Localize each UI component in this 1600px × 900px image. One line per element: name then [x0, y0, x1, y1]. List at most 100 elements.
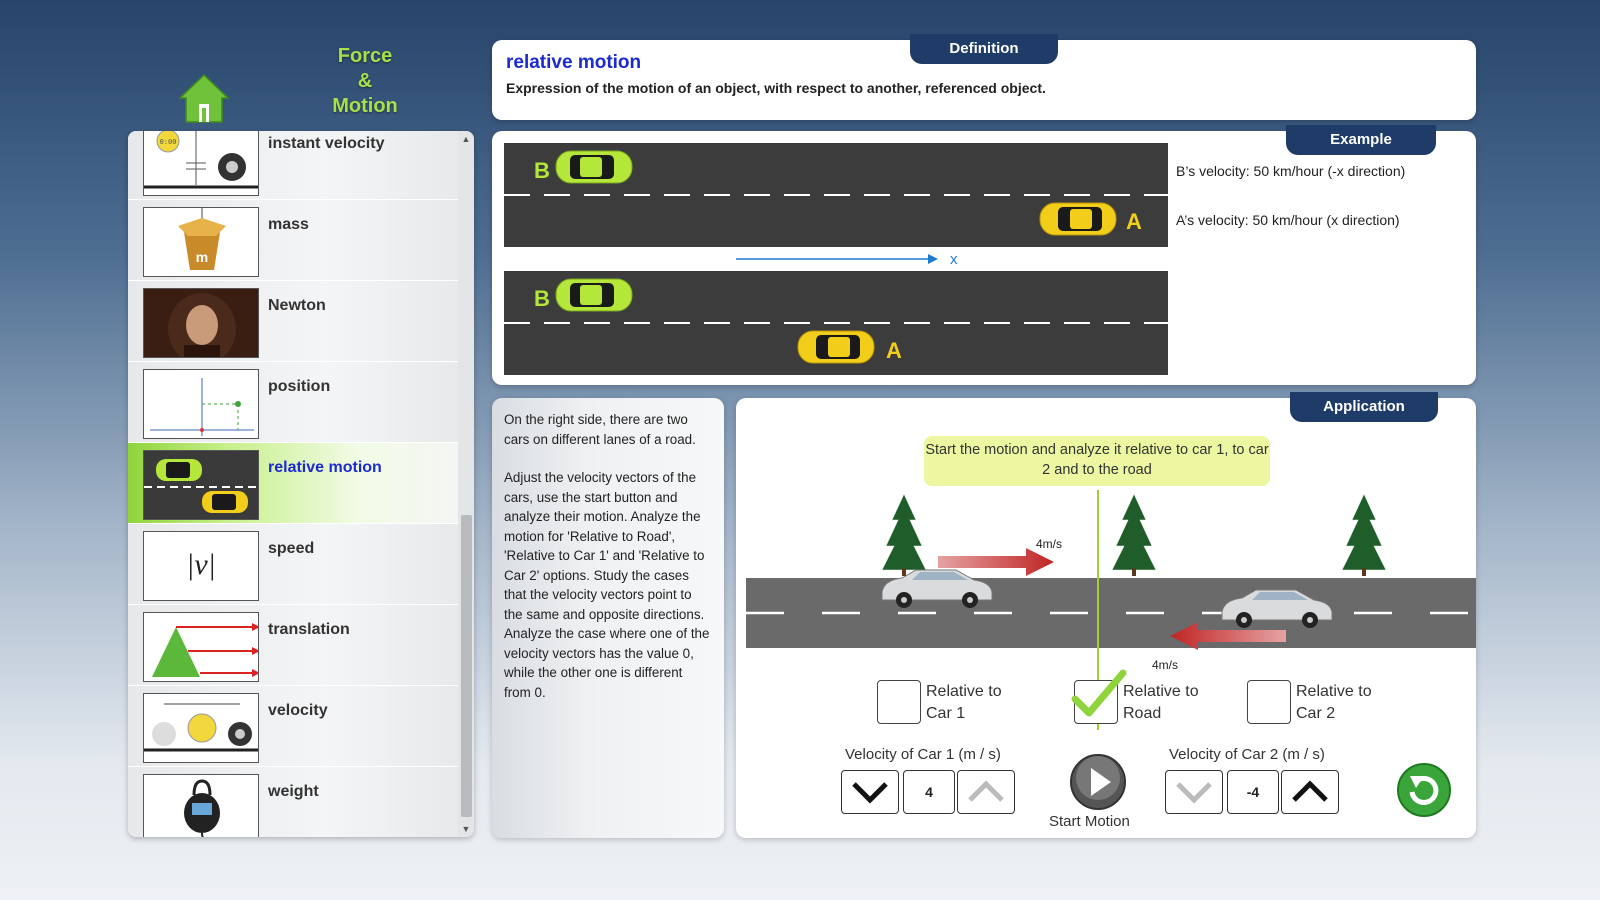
sidebar-item-label: relative motion [268, 459, 382, 476]
option-label-line: Relative to [1123, 683, 1199, 700]
definition-tab: Definition [910, 34, 1058, 64]
velocity-thumbnail [143, 693, 259, 763]
app-title-line: & [357, 70, 373, 92]
svg-text:0:00: 0:00 [160, 138, 177, 146]
definition-title: relative motion [506, 52, 642, 73]
car2-increase-button[interactable] [1281, 770, 1339, 814]
chevron-up-icon [1292, 780, 1328, 802]
relative-to-car1-checkbox[interactable] [877, 680, 921, 724]
scroll-down-arrow-icon[interactable]: ▼ [461, 824, 471, 834]
option-label-line: Car 1 [926, 705, 966, 722]
position-graph-thumbnail [143, 369, 259, 439]
speed-thumbnail: |v| [143, 531, 259, 601]
axis-label: x [950, 251, 958, 268]
option-label-line: Car 2 [1296, 705, 1336, 722]
sidebar-item-label: mass [268, 216, 309, 233]
car-b-label: B [534, 158, 550, 183]
car-b-bottom [555, 278, 633, 312]
sidebar-item-position[interactable]: position [128, 362, 458, 443]
car-b-top [555, 150, 633, 184]
car1-velocity-value: 4 [903, 770, 955, 814]
app-title-line: Motion [332, 95, 398, 117]
car-2 [1221, 589, 1333, 628]
app-title-line: Force [337, 45, 393, 67]
car-a-label: A [886, 338, 902, 363]
scroll-thumb[interactable] [461, 515, 472, 817]
app-title: Force & Motion [315, 44, 415, 119]
car2-vector-label: 4m/s [1152, 658, 1179, 672]
instant-velocity-thumbnail: 0:00 [143, 131, 259, 196]
sidebar-item-weight[interactable]: weight [128, 767, 458, 837]
option-label-line: Relative to [1296, 683, 1372, 700]
home-button[interactable] [178, 72, 230, 124]
car-a-label: A [1126, 209, 1142, 234]
car1-decrease-button[interactable] [841, 770, 899, 814]
simulation-scene [746, 490, 1476, 660]
refresh-icon [1397, 763, 1451, 817]
sidebar-item-mass[interactable]: m mass [128, 200, 458, 281]
relative-to-road-label: Relative to Road [1123, 681, 1199, 725]
option-label-line: Road [1123, 705, 1162, 722]
translation-thumbnail [143, 612, 259, 682]
relative-to-car2-label: Relative to Car 2 [1296, 681, 1372, 725]
example-tab: Example [1286, 125, 1436, 155]
relative-to-car1-label: Relative to Car 1 [926, 681, 1002, 725]
start-motion-label: Start Motion [1049, 813, 1130, 830]
definition-text: Expression of the motion of an object, w… [506, 80, 1046, 96]
b-velocity-text: B’s velocity: 50 km/hour (-x direction) [1176, 163, 1406, 179]
example-panel: Example B A x B A B’s velocity: 50 km/ho [492, 125, 1476, 385]
car-a-bottom [797, 330, 875, 364]
a-velocity-text: A’s velocity: 50 km/hour (x direction) [1176, 212, 1400, 228]
instructions-paragraph: On the right side, there are two cars on… [504, 412, 696, 447]
instructions-panel: On the right side, there are two cars on… [492, 398, 724, 838]
sidebar-item-velocity[interactable]: velocity [128, 686, 458, 767]
sidebar-item-speed[interactable]: |v| speed [128, 524, 458, 605]
start-motion-button[interactable] [1068, 752, 1128, 812]
sidebar-item-instant-velocity[interactable]: 0:00 instant velocity [128, 131, 458, 200]
car2-velocity-label: Velocity of Car 2 (m / s) [1169, 746, 1325, 763]
chevron-down-icon [852, 782, 888, 804]
relative-to-car2-checkbox[interactable] [1247, 680, 1291, 724]
home-icon [178, 73, 230, 123]
sidebar-item-label: instant velocity [268, 135, 385, 152]
sidebar-item-label: weight [268, 783, 319, 800]
tree-icon [881, 493, 1387, 571]
car2-decrease-button[interactable] [1165, 770, 1223, 814]
option-label-line: Relative to [926, 683, 1002, 700]
play-icon [1070, 754, 1126, 810]
car1-vector-label: 4m/s [1036, 537, 1063, 551]
topic-sidebar: 0:00 instant velocity m mass [128, 131, 474, 837]
car-b-label: B [534, 286, 550, 311]
sidebar-item-relative-motion[interactable]: relative motion [128, 443, 458, 524]
definition-panel: Definition relative motion Expression of… [492, 34, 1476, 120]
topic-list: 0:00 instant velocity m mass [128, 131, 458, 837]
car-a-top [1039, 202, 1117, 236]
chevron-up-icon [968, 780, 1004, 802]
instructions-paragraph: Adjust the velocity vectors of the cars,… [504, 470, 710, 700]
sidebar-item-translation[interactable]: translation [128, 605, 458, 686]
speed-thumbnail-text: |v| [186, 548, 216, 581]
relative-motion-thumbnail [143, 450, 259, 520]
chevron-down-icon [1176, 782, 1212, 804]
sidebar-item-label: translation [268, 621, 350, 638]
sidebar-item-newton[interactable]: Newton [128, 281, 458, 362]
sidebar-item-label: Newton [268, 297, 326, 314]
checkmark-icon [1071, 669, 1127, 717]
relative-to-road-checkbox[interactable] [1071, 669, 1127, 724]
reset-button[interactable] [1396, 762, 1452, 818]
car2-velocity-value: -4 [1227, 770, 1279, 814]
car-1 [881, 569, 993, 608]
sidebar-scrollbar[interactable]: ▲ ▼ [458, 131, 474, 837]
car1-increase-button[interactable] [957, 770, 1015, 814]
scroll-up-arrow-icon[interactable]: ▲ [461, 134, 471, 144]
application-tab: Application [1290, 392, 1438, 422]
sidebar-item-label: velocity [268, 702, 328, 719]
sidebar-item-label: position [268, 378, 331, 395]
mass-thumbnail: m [143, 207, 259, 277]
svg-text:m: m [196, 249, 208, 265]
car1-velocity-label: Velocity of Car 1 (m / s) [845, 746, 1001, 763]
newton-portrait-thumbnail [143, 288, 259, 358]
hint-bubble: Start the motion and analyze it relative… [924, 436, 1270, 486]
weight-thumbnail [143, 774, 259, 837]
sidebar-item-label: speed [268, 540, 315, 557]
